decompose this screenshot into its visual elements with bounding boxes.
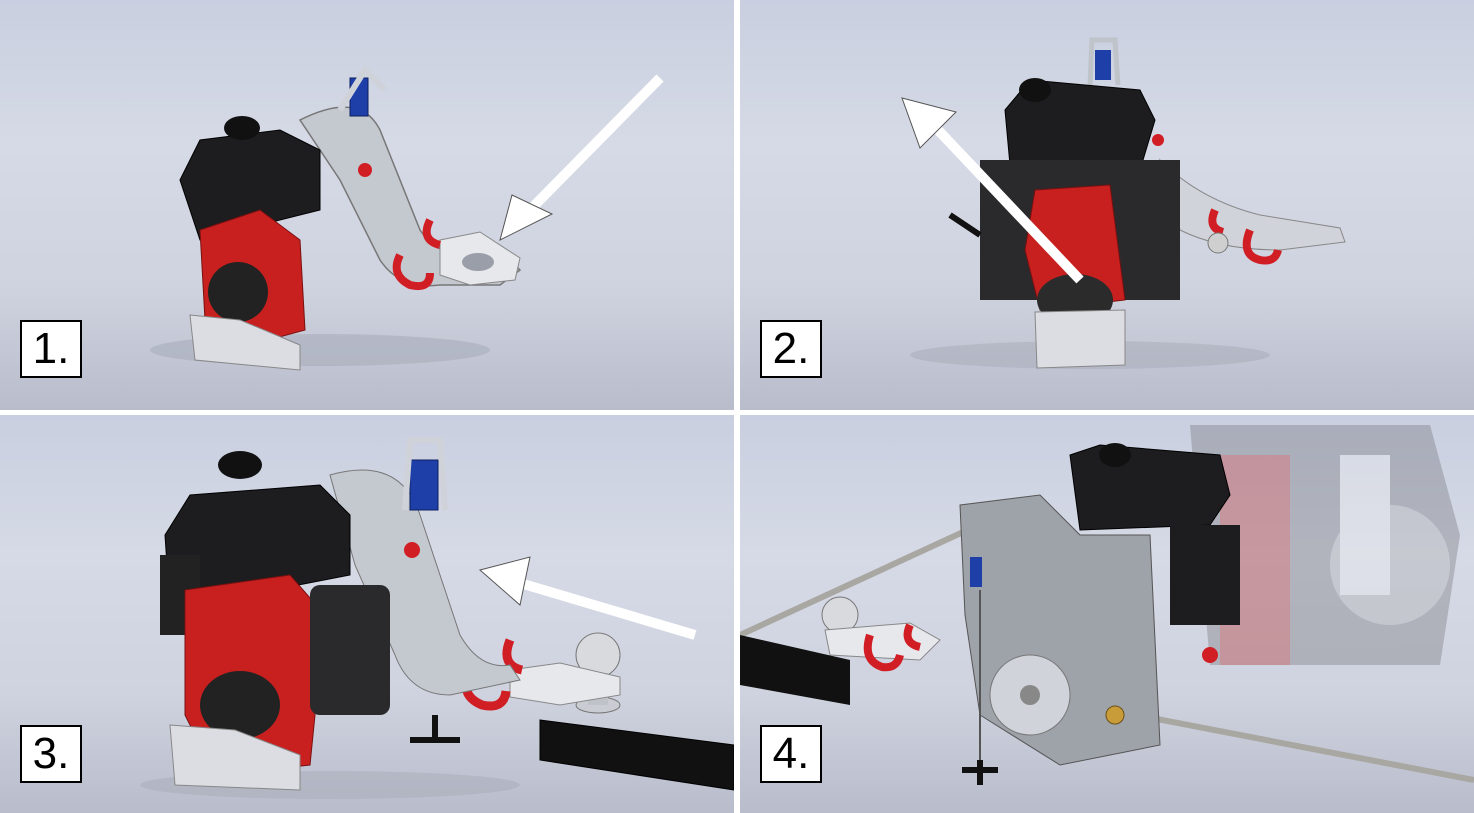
winch-illustration-1 [150,65,664,371]
step-panel-1: 1. [0,0,734,410]
step-panel-3: 3. [0,415,734,813]
step-panel-4: 4. [740,415,1474,813]
winch-illustration-4 [740,425,1474,785]
step-number-label: 3. [20,725,82,783]
step-number-label: 2. [760,320,822,378]
step-number-label: 1. [20,320,82,378]
arrow-icon [499,74,664,241]
step-panel-2: 2. [740,0,1474,410]
arrow-icon [478,556,697,640]
step-number-label: 4. [760,725,822,783]
winch-illustration-2 [901,37,1346,369]
arrow-icon [901,97,1084,284]
winch-illustration-3 [140,437,734,799]
